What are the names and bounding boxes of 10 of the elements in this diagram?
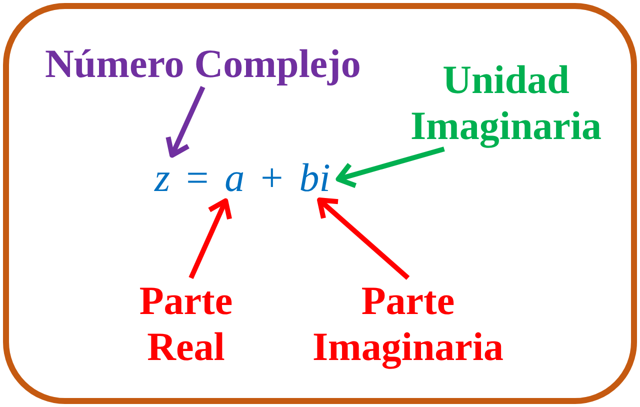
arrow <box>317 197 410 280</box>
arrow <box>188 198 232 280</box>
rounded-frame <box>3 3 637 404</box>
term-label: Unidad Imaginaria <box>403 57 609 149</box>
term-label: Parte Real <box>136 278 236 370</box>
arrow <box>336 146 445 188</box>
term-label: Número Complejo <box>45 41 361 87</box>
term-label: Parte Imaginaria <box>306 278 510 370</box>
formula: z = a + bi <box>154 158 336 198</box>
arrow <box>166 86 206 158</box>
